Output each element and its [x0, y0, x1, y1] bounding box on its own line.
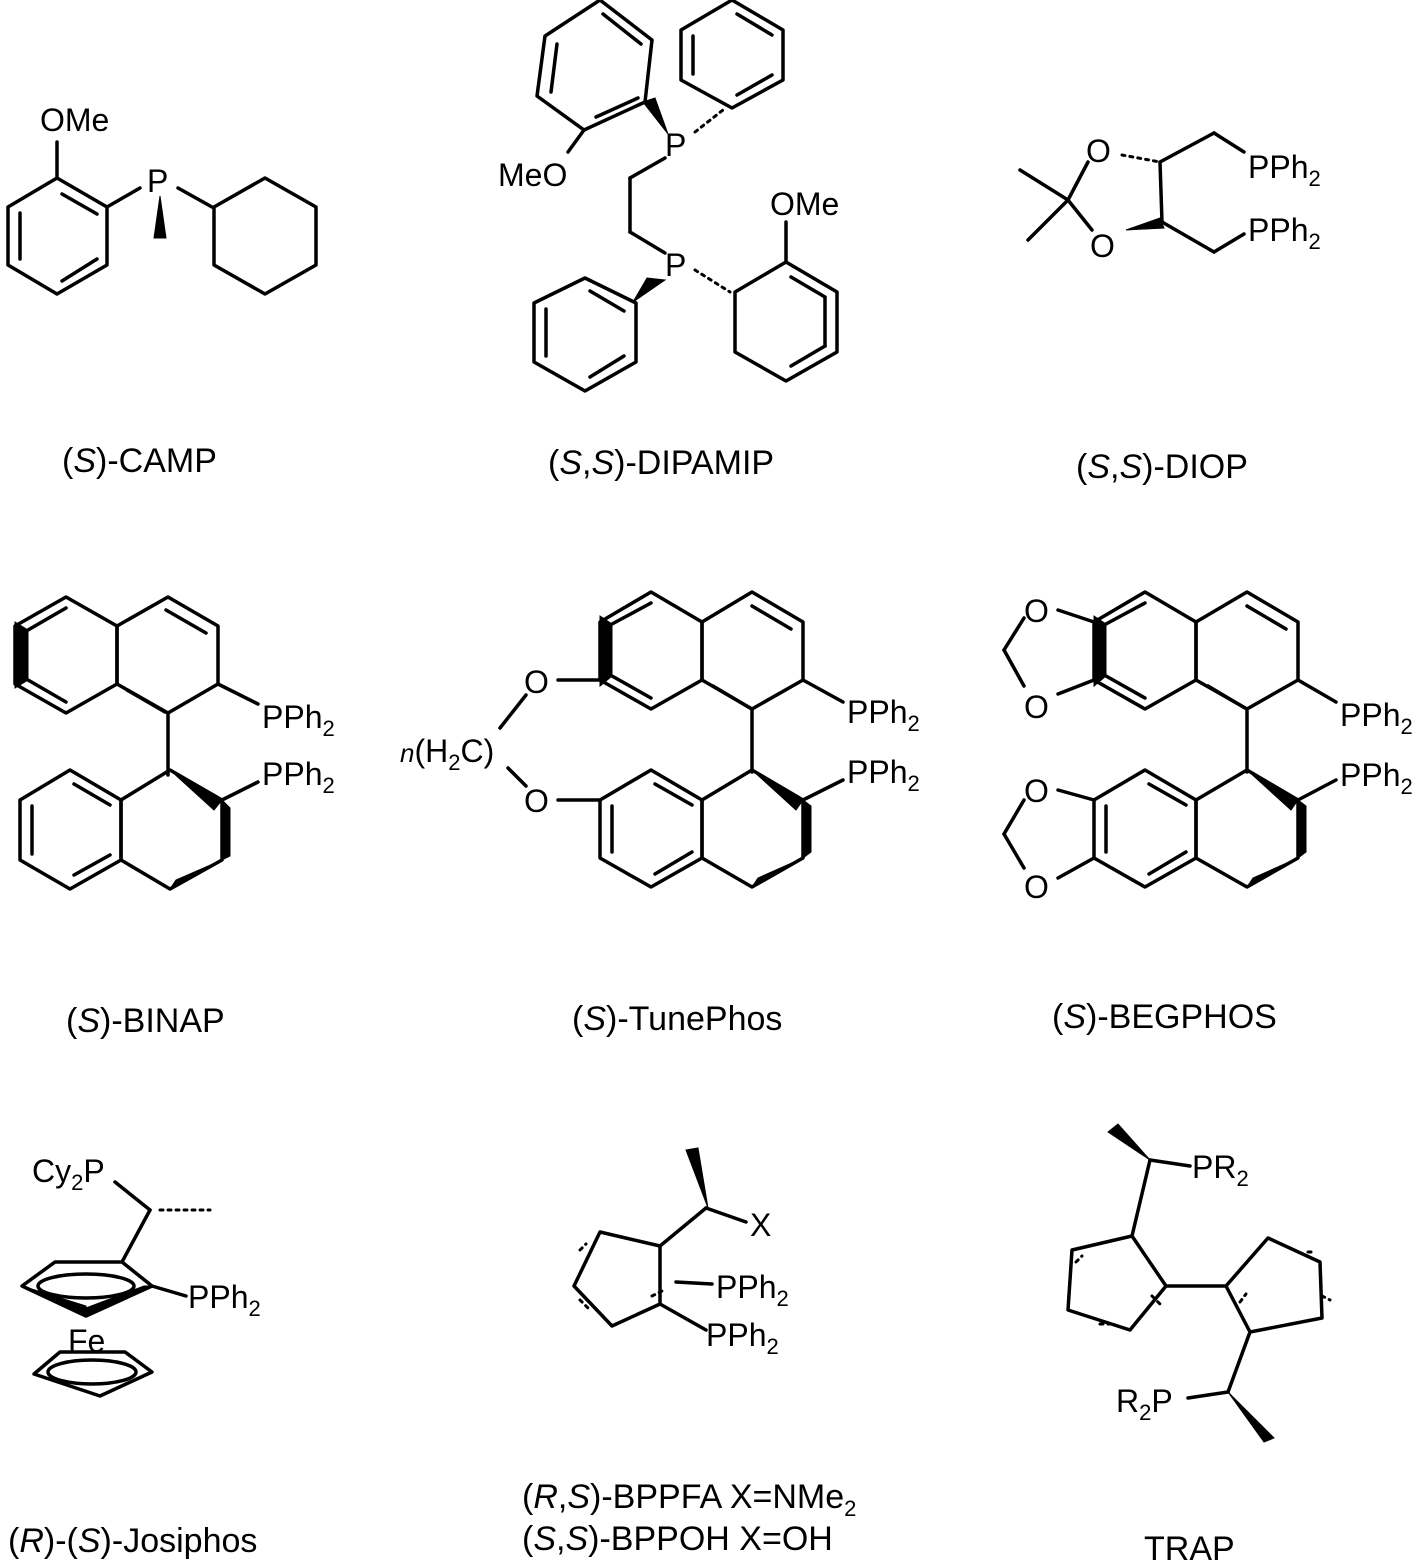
atom-pr2: PR2	[1192, 1149, 1249, 1191]
atom-fe: Fe	[68, 1323, 105, 1359]
atom-pph2: PPh2	[188, 1279, 261, 1321]
binap-structure	[13, 595, 260, 891]
camp-structure	[6, 140, 318, 296]
label-binap: (S)-BINAP	[66, 1002, 225, 1040]
atom-o: O	[1024, 593, 1049, 629]
atom-cy2p: Cy2P	[32, 1153, 105, 1195]
atom-p-upper: P	[665, 127, 686, 163]
label-diop: (S,S)-DIOP	[1076, 448, 1248, 486]
atom-ome: OMe	[770, 186, 839, 222]
tunephos-structure	[498, 590, 845, 889]
label-tunephos: (S)-TunePhos	[572, 1000, 782, 1038]
atom-ome: OMe	[40, 102, 109, 138]
atom-pph2: PPh2	[716, 1269, 789, 1311]
atom-r2p: R2P	[1116, 1383, 1173, 1425]
atom-pph2: PPh2	[1248, 212, 1321, 254]
atom-meo: MeO	[498, 157, 567, 193]
label-josiphos: (R)-(S)-Josiphos	[8, 1522, 257, 1560]
atom-n-h2c: n(H2C)	[400, 733, 494, 775]
atom-p-lower: P	[665, 247, 686, 283]
diop-structure	[1018, 131, 1246, 254]
label-bppoh: (S,S)-BPPOH X=OH	[522, 1520, 833, 1558]
atom-pph2: PPh2	[847, 694, 920, 736]
atom-pph2: PPh2	[1248, 149, 1321, 191]
label-dipamip: (S,S)-DIPAMIP	[548, 444, 774, 482]
dipamip-structure	[532, 0, 839, 393]
atom-o: O	[524, 664, 549, 700]
atom-pph2: PPh2	[1340, 757, 1413, 799]
atom-x: X	[750, 1207, 771, 1243]
trap-structure	[1066, 1123, 1332, 1443]
label-trap: TRAP	[1144, 1530, 1235, 1565]
begphos-structure	[1002, 590, 1338, 889]
atom-pph2: PPh2	[262, 699, 335, 741]
label-bppfa: (R,S)-BPPFA X=NMe2	[522, 1478, 856, 1521]
atom-pph2: PPh2	[1340, 697, 1413, 739]
josiphos-structure	[20, 1180, 212, 1398]
atom-pph2: PPh2	[706, 1317, 779, 1359]
atom-o: O	[524, 783, 549, 819]
atom-o: O	[1024, 773, 1049, 809]
atom-o: O	[1024, 689, 1049, 725]
atom-o: O	[1024, 869, 1049, 905]
label-begphos: (S)-BEGPHOS	[1052, 998, 1277, 1036]
atom-pph2: PPh2	[847, 754, 920, 796]
atom-o: O	[1086, 133, 1111, 169]
atom-pph2: PPh2	[262, 756, 335, 798]
bppfa-structure	[572, 1147, 748, 1332]
label-camp: (S)-CAMP	[62, 442, 217, 480]
atom-p: P	[147, 163, 168, 199]
atom-o: O	[1090, 228, 1115, 264]
